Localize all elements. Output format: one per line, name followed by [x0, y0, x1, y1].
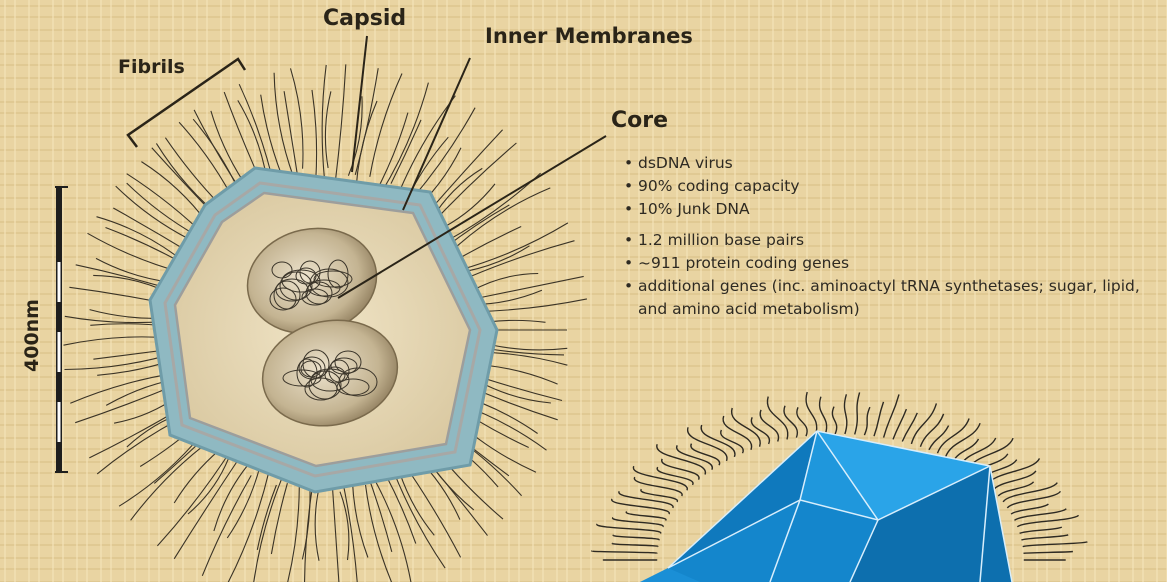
- fact-item: •90% coding capacity: [624, 175, 1163, 198]
- fact-item: •additional genes (inc. aminoactyl tRNA …: [624, 275, 1163, 321]
- fact-item: •10% Junk DNA: [624, 198, 1163, 221]
- facts-list: •dsDNA virus •90% coding capacity •10% J…: [624, 152, 1163, 321]
- fact-item: •~911 protein coding genes: [624, 252, 1163, 275]
- inner-membranes-label: Inner Membranes: [485, 24, 693, 48]
- fact-item: •dsDNA virus: [624, 152, 1163, 175]
- core-label: Core: [611, 108, 668, 133]
- fibrils-label: Fibrils: [118, 56, 185, 78]
- fact-item: •1.2 million base pairs: [624, 229, 1163, 252]
- capsid-label: Capsid: [323, 6, 406, 31]
- scale-label: 400nm: [21, 312, 43, 372]
